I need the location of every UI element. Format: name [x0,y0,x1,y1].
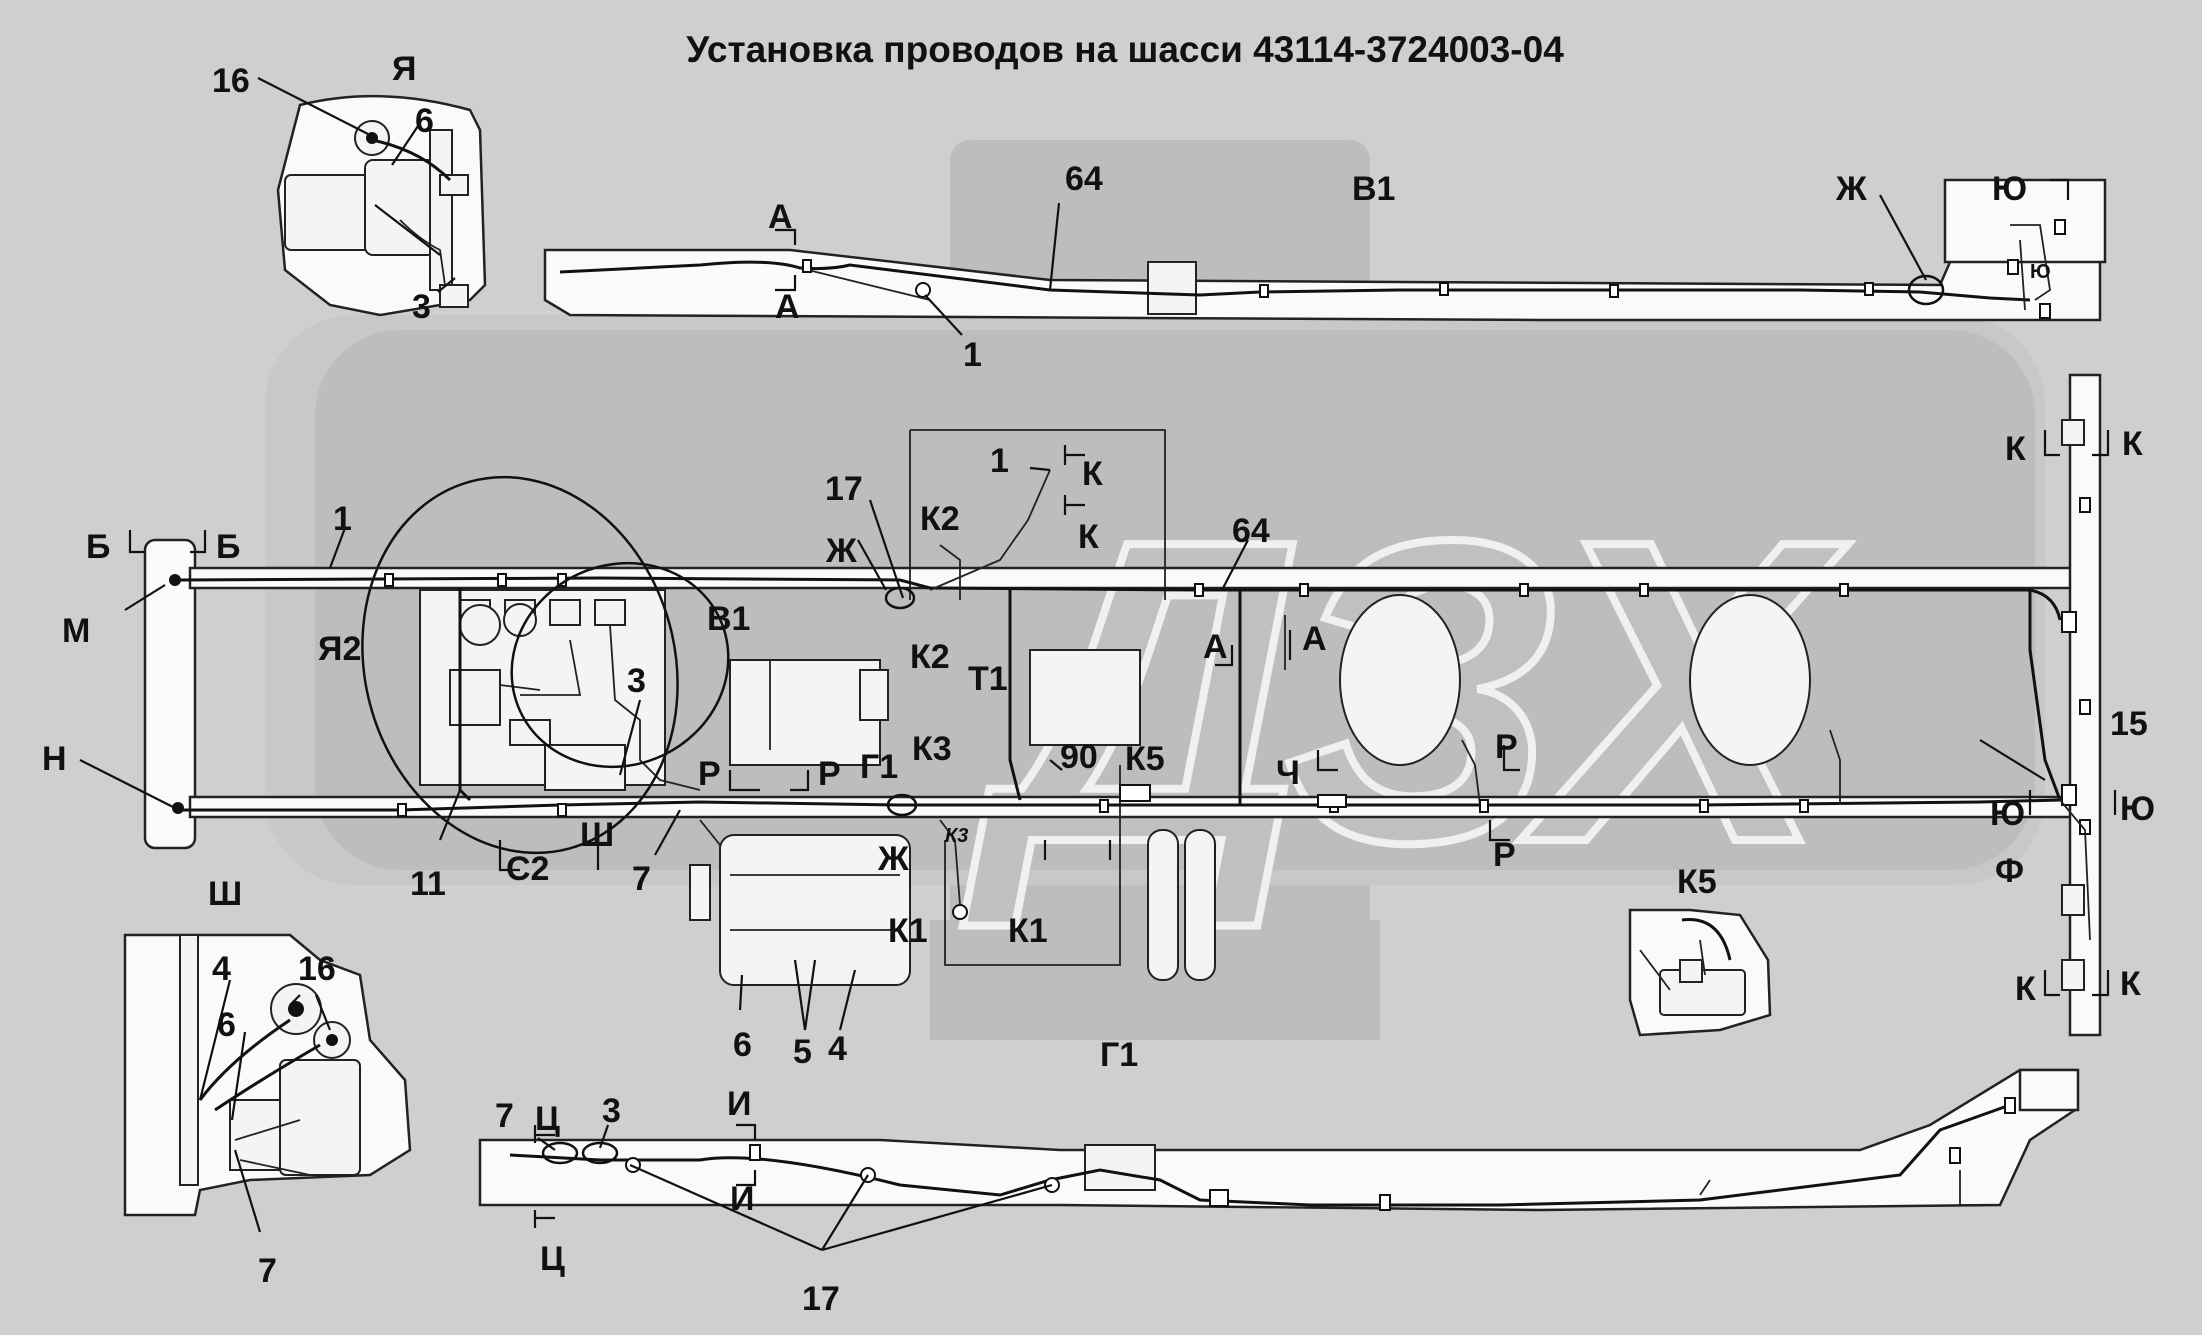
label-main-5: 5 [793,1033,812,1071]
label-v1-a-bot: А [775,288,800,326]
label-main-k5: К5 [1125,740,1165,778]
label-15: 15 [2110,705,2148,743]
label-k-br: К [2120,965,2141,1003]
page-title: Установка проводов на шасси 43114-372400… [686,29,1564,70]
label-k-tl: К [2005,430,2026,468]
label-main-6: 6 [733,1026,752,1064]
label-r-c1: Р [1495,728,1518,766]
label-ch: Ч [1276,754,1300,792]
label-ya-16: 16 [212,62,250,100]
label-b-left: Б [86,528,110,566]
label-m: М [62,612,90,650]
label-g1-3: 3 [602,1092,621,1130]
label-b-right: Б [216,528,240,566]
label-ya2: Я2 [318,630,361,668]
label-r-left: Р [698,755,721,793]
label-t1: Т1 [968,660,1008,698]
label-k1-right: К1 [1008,912,1048,950]
label-sh-6: 6 [217,1006,236,1044]
label-view-k5: К5 [1677,863,1717,901]
label-view-sh: Ш [208,875,242,913]
label-k3: К3 [912,730,952,768]
label-k1-left: К1 [888,912,928,950]
label-v1-yu-small: Ю [2030,261,2051,283]
label-g1-ts-bot: Ц [540,1240,565,1278]
label-v1-zh: Ж [1835,170,1867,208]
label-main-v1: В1 [707,600,750,638]
detail-view-sh [123,933,412,1217]
label-k3-small: К3 [945,825,968,847]
label-ya-3: 3 [412,288,431,326]
label-main-zh2: Ж [877,840,909,878]
label-v1-view: В1 [1352,170,1395,208]
label-main-64: 64 [1232,512,1270,550]
label-main-sh: Ш [580,816,614,854]
label-v1-64: 64 [1065,160,1103,198]
label-sh-7: 7 [258,1252,277,1290]
label-k2-top: К2 [920,500,960,538]
label-g1-17: 17 [802,1280,840,1318]
label-g1-ts-top: Ц [535,1100,560,1138]
detail-view-ya [276,94,487,317]
label-main-4: 4 [828,1030,847,1068]
label-main-17: 17 [825,470,863,508]
main-chassis [143,373,2102,1037]
label-sh-4: 4 [212,950,231,988]
label-k-bl: К [2015,970,2036,1008]
label-main-3: 3 [627,662,646,700]
label-yu-r: Ю [2120,790,2155,828]
label-g1-i-top: И [727,1085,751,1123]
label-yu-l: Ю [1990,795,2025,833]
label-main-1b: 1 [990,442,1009,480]
label-k2-bot: К2 [910,638,950,676]
detail-view-v1 [543,178,2107,322]
label-r-right: Р [818,755,841,793]
label-main-g1: Г1 [860,748,898,786]
label-view-g1: Г1 [1100,1036,1138,1074]
label-g1-i-bot: И [730,1180,754,1218]
label-r-c2: Р [1493,836,1516,874]
label-f: Ф [1995,852,2024,890]
label-main-zh: Ж [825,532,857,570]
label-90: 90 [1060,738,1098,776]
label-k-bot: К [1078,518,1099,556]
label-v1-yu: Ю [1992,170,2027,208]
label-v1-a-top: А [768,198,793,236]
label-n: Н [42,740,67,778]
label-ya-6: 6 [415,102,434,140]
label-g1-7: 7 [495,1097,514,1135]
label-a-left: А [1203,628,1228,666]
label-sh-16: 16 [298,950,336,988]
label-c2: С2 [506,850,549,888]
detail-view-k5 [1628,908,1772,1037]
label-k-tr: К [2122,425,2143,463]
label-11: 11 [410,865,446,903]
label-main-1: 1 [333,500,352,538]
label-main-7: 7 [632,860,651,898]
detail-view-g1 [478,1068,2080,1212]
label-view-ya: Я [392,50,416,88]
label-v1-1: 1 [963,336,982,374]
label-k-top: К [1082,455,1103,493]
label-a-right: А [1302,620,1327,658]
